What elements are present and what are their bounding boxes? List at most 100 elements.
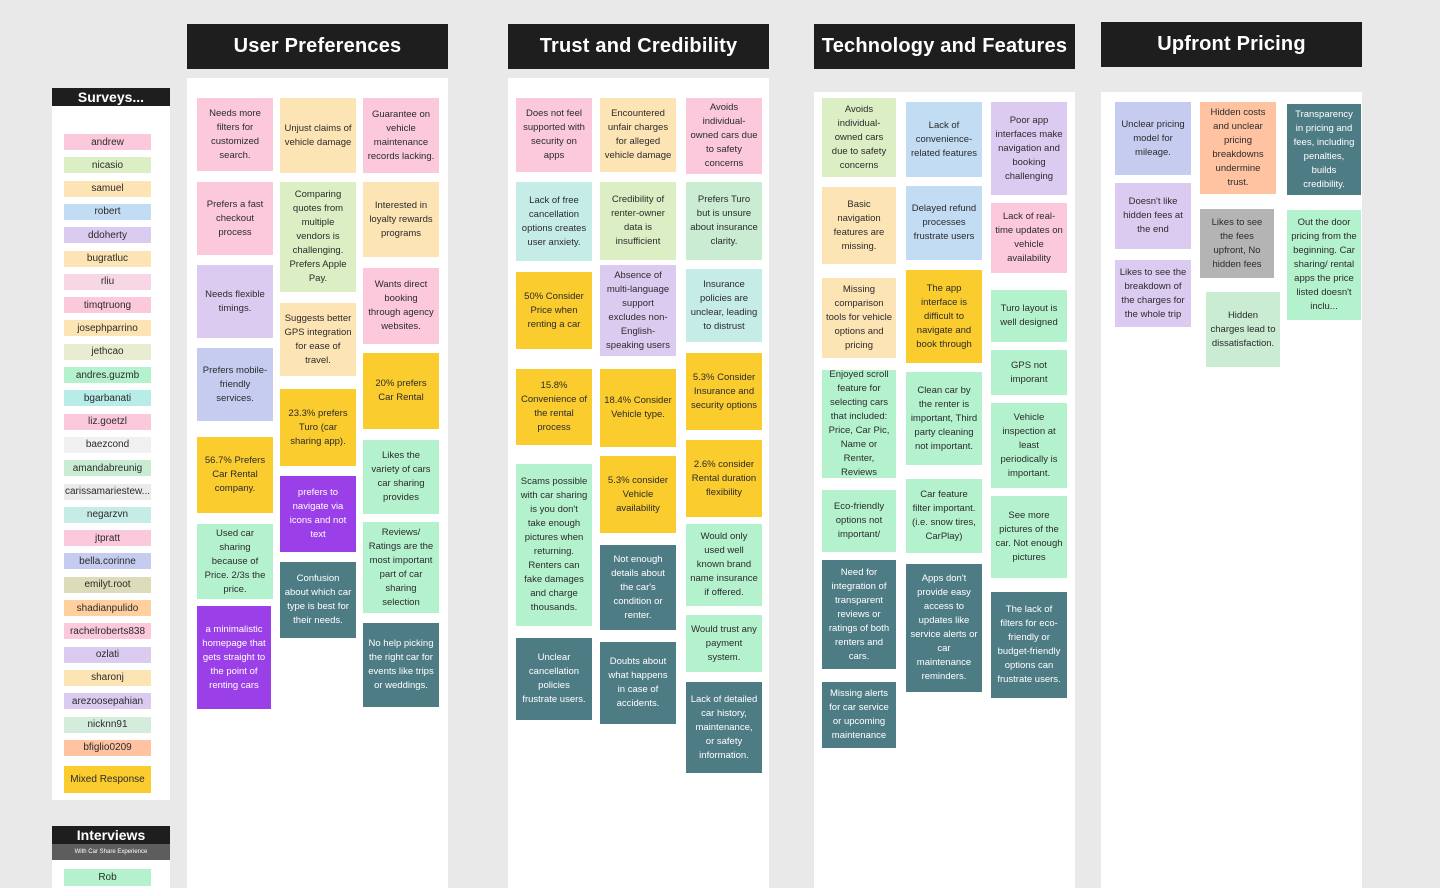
sticky-note-technology-and-features[interactable]: The app interface is difficult to naviga… [906,270,982,363]
sticky-note-user-preferences[interactable]: Unjust claims of vehicle damage [280,98,356,173]
sticky-note-trust-and-credibility[interactable]: Insurance policies are unclear, leading … [686,269,762,342]
sticky-note-user-preferences[interactable]: Likes the variety of cars car sharing pr… [363,440,439,514]
sticky-note-trust-and-credibility[interactable]: Avoids individual-owned cars due to safe… [686,98,762,174]
sticky-note-technology-and-features[interactable]: See more pictures of the car. Not enough… [991,496,1067,578]
sticky-note-user-preferences[interactable]: Reviews/ Ratings are the most important … [363,522,439,613]
sticky-note-technology-and-features[interactable]: Enjoyed scroll feature for selecting car… [822,370,896,478]
sticky-note-technology-and-features[interactable]: Delayed refund processes frustrate users [906,186,982,260]
sticky-note-upfront-pricing[interactable]: Hidden charges lead to dissatisfaction. [1206,292,1280,367]
sticky-note-trust-and-credibility[interactable]: Absence of multi-language support exclud… [600,265,676,356]
survey-tag[interactable]: bugratluc [64,250,151,267]
survey-tag[interactable]: shadianpulido [64,600,151,616]
sticky-note-technology-and-features[interactable]: Lack of real-time updates on vehicle ava… [991,203,1067,273]
sticky-note-technology-and-features[interactable]: Lack of convenience-related features [906,102,982,177]
sticky-note-technology-and-features[interactable]: Car feature filter important. (i.e. snow… [906,479,982,553]
sticky-note-trust-and-credibility[interactable]: 5.3% Consider Insurance and security opt… [686,353,762,430]
sticky-note-trust-and-credibility[interactable]: Unclear cancellation policies frustrate … [516,638,592,720]
sticky-note-technology-and-features[interactable]: Missing alerts for car service or upcomi… [822,682,896,748]
sticky-note-trust-and-credibility[interactable]: Scams possible with car sharing is you d… [516,464,592,626]
sticky-note-user-preferences[interactable]: Interested in loyalty rewards programs [363,182,439,257]
sticky-note-trust-and-credibility[interactable]: Encountered unfair charges for alleged v… [600,98,676,172]
sticky-note-user-preferences[interactable]: prefers to navigate via icons and not te… [280,476,356,552]
sticky-note-user-preferences[interactable]: 23.3% prefers Turo (car sharing app). [280,389,356,466]
sticky-note-user-preferences[interactable]: Guarantee on vehicle maintenance records… [363,98,439,173]
sticky-note-user-preferences[interactable]: No help picking the right car for events… [363,623,439,707]
sticky-note-upfront-pricing[interactable]: Unclear pricing model for mileage. [1115,102,1191,175]
sticky-note-user-preferences[interactable]: 20% prefers Car Rental [363,353,439,429]
survey-tag[interactable]: baezcond [64,436,151,453]
sticky-note-technology-and-features[interactable]: Vehicle inspection at least periodically… [991,403,1067,488]
sticky-note-user-preferences[interactable]: Confusion about which car type is best f… [280,562,356,638]
survey-tag[interactable]: josephparrino [64,320,151,337]
sticky-note-upfront-pricing[interactable]: Out the door pricing from the beginning.… [1287,210,1361,320]
sticky-note-technology-and-features[interactable]: Basic navigation features are missing. [822,187,896,264]
survey-tag[interactable]: emilyt.root [64,576,151,593]
survey-tag[interactable]: nicasio [64,157,151,174]
sticky-note-technology-and-features[interactable]: Poor app interfaces make navigation and … [991,102,1067,195]
survey-tag[interactable]: liz.goetzl [64,413,151,430]
sticky-note-trust-and-credibility[interactable]: Not enough details about the car's condi… [600,545,676,630]
survey-tag[interactable]: andres.guzmb [64,367,151,383]
sticky-note-technology-and-features[interactable]: Avoids individual-owned cars due to safe… [822,98,896,177]
column-header-technology-and-features: Technology and Features [814,24,1075,69]
sticky-note-technology-and-features[interactable]: The lack of filters for eco-friendly or … [991,592,1067,698]
mixed-response-tag[interactable]: Mixed Response [64,766,151,793]
sticky-note-user-preferences[interactable]: Comparing quotes from multiple vendors i… [280,182,356,292]
sticky-note-trust-and-credibility[interactable]: Lack of free cancellation options create… [516,182,592,261]
sticky-note-trust-and-credibility[interactable]: 15.8% Convenience of the rental process [516,369,592,445]
sticky-note-trust-and-credibility[interactable]: 5.3% consider Vehicle availability [600,456,676,533]
survey-tag[interactable]: robert [64,203,151,220]
sticky-note-trust-and-credibility[interactable]: Would only used well known brand name in… [686,524,762,606]
sticky-note-user-preferences[interactable]: a minimalistic homepage that gets straig… [197,606,271,709]
survey-tag[interactable]: bfiglio0209 [64,739,151,756]
sticky-note-user-preferences[interactable]: Used car sharing because of Price. 2/3s … [197,524,273,599]
sticky-note-user-preferences[interactable]: Suggests better GPS integration for ease… [280,303,356,376]
survey-tag[interactable]: bgarbanati [64,390,151,407]
sticky-note-technology-and-features[interactable]: Missing comparison tools for vehicle opt… [822,278,896,358]
sticky-note-trust-and-credibility[interactable]: 50% Consider Price when renting a car [516,272,592,349]
sticky-note-user-preferences[interactable]: Needs flexible timings. [197,265,273,338]
sticky-note-trust-and-credibility[interactable]: Doubts about what happens in case of acc… [600,642,676,724]
interviews-header: Interviews [52,826,170,844]
sticky-note-technology-and-features[interactable]: Clean car by the renter is important, Th… [906,372,982,465]
survey-tag[interactable]: ozlati [64,646,151,663]
sticky-note-upfront-pricing[interactable]: Hidden costs and unclear pricing breakdo… [1200,102,1276,194]
survey-tag[interactable]: timqtruong [64,297,151,314]
sticky-note-technology-and-features[interactable]: Need for integration of transparent revi… [822,560,896,669]
survey-tag[interactable]: carissamariestew... [64,483,151,500]
sticky-note-technology-and-features[interactable]: Turo layout is well designed [991,290,1067,342]
survey-tag[interactable]: bella.corinne [64,553,151,570]
sticky-note-upfront-pricing[interactable]: Transparency in pricing and fees, includ… [1287,104,1361,195]
sticky-note-technology-and-features[interactable]: Apps don't provide easy access to update… [906,564,982,692]
survey-tag[interactable]: samuel [64,180,151,197]
sticky-note-trust-and-credibility[interactable]: Does not feel supported with security on… [516,98,592,172]
survey-tag[interactable]: ddoherty [64,227,151,244]
sticky-note-trust-and-credibility[interactable]: Would trust any payment system. [686,615,762,672]
survey-tag[interactable]: andrew [64,134,151,150]
sticky-note-trust-and-credibility[interactable]: Prefers Turo but is unsure about insuran… [686,182,762,260]
sticky-note-technology-and-features[interactable]: Eco-friendly options not important/ [822,490,896,552]
sticky-note-user-preferences[interactable]: Needs more filters for customized search… [197,98,273,171]
survey-tag[interactable]: negarzvn [64,506,151,523]
survey-tag[interactable]: amandabreunig [64,460,151,477]
sticky-note-trust-and-credibility[interactable]: 2.6% consider Rental duration flexibilit… [686,440,762,517]
survey-tag[interactable]: jtpratt [64,530,151,547]
sticky-note-user-preferences[interactable]: Prefers mobile-friendly services. [197,348,273,421]
sticky-note-user-preferences[interactable]: Wants direct booking through agency webs… [363,268,439,344]
sticky-note-trust-and-credibility[interactable]: 18.4% Consider Vehicle type. [600,369,676,447]
survey-tag[interactable]: rachelroberts838 [64,623,151,640]
survey-tag[interactable]: jethcao [64,343,151,360]
survey-tag[interactable]: sharonj [64,669,151,686]
sticky-note-upfront-pricing[interactable]: Likes to see the breakdown of the charge… [1115,260,1191,327]
sticky-note-upfront-pricing[interactable]: Doesn't like hidden fees at the end [1115,183,1191,249]
sticky-note-technology-and-features[interactable]: GPS not imporant [991,350,1067,395]
survey-tag[interactable]: arezoosepahian [64,693,151,710]
sticky-note-upfront-pricing[interactable]: Likes to see the fees upfront, No hidden… [1200,209,1274,278]
survey-tag[interactable]: nicknn91 [64,716,151,733]
sticky-note-user-preferences[interactable]: Prefers a fast checkout process [197,182,273,255]
sticky-note-user-preferences[interactable]: 56.7% Prefers Car Rental company. [197,437,273,513]
interview-tag[interactable]: Rob [64,869,151,886]
sticky-note-trust-and-credibility[interactable]: Credibility of renter-owner data is insu… [600,182,676,260]
survey-tag[interactable]: rliu [64,273,151,290]
sticky-note-trust-and-credibility[interactable]: Lack of detailed car history, maintenanc… [686,682,762,773]
